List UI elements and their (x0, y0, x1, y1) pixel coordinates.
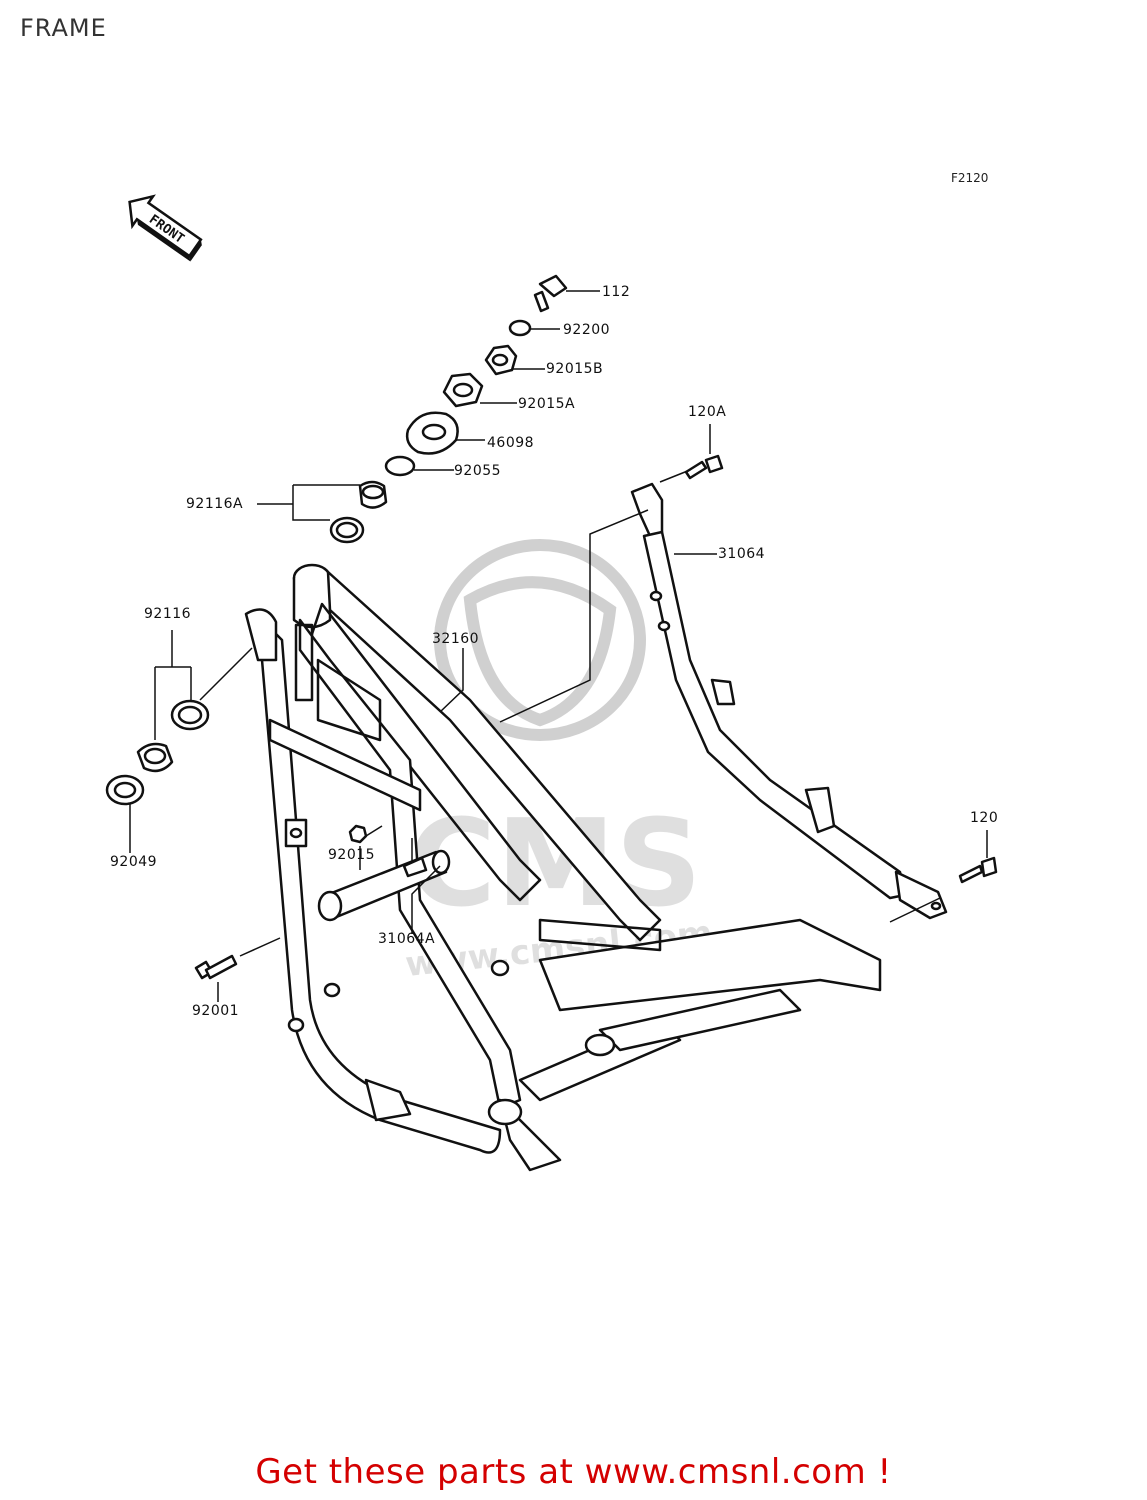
part-label-92015[interactable]: 92015 (328, 847, 376, 863)
part-label-46098[interactable]: 46098 (487, 435, 535, 451)
bolt-120a (684, 454, 724, 480)
washer-92200 (508, 319, 532, 337)
leader-lines (129, 290, 988, 1002)
part-label-92001[interactable]: 92001 (192, 1003, 240, 1019)
race-92116a-lower (329, 516, 365, 544)
page-title: FRAME (20, 14, 107, 42)
bearing-92116a-upper (358, 480, 388, 509)
part-label-92116a[interactable]: 92116A (186, 496, 244, 512)
part-label-92200[interactable]: 92200 (563, 322, 611, 338)
nut-92015 (348, 824, 368, 844)
part-label-92049[interactable]: 92049 (110, 854, 158, 870)
bolt-120 (958, 856, 998, 884)
nut-92015a (442, 372, 484, 408)
seal-92049 (105, 774, 145, 806)
cap-46098 (405, 411, 459, 455)
part-label-31064a[interactable]: 31064A (378, 931, 436, 947)
part-label-112[interactable]: 112 (602, 284, 631, 300)
part-label-31064[interactable]: 31064 (718, 546, 766, 562)
watermark-logo (434, 539, 646, 741)
front-arrow-icon: FRONT (128, 194, 203, 262)
figure-code: F2120 (951, 171, 989, 185)
part-label-92116[interactable]: 92116 (144, 606, 192, 622)
bearing-92116-lower (136, 742, 174, 773)
part-label-32160[interactable]: 32160 (432, 631, 480, 647)
part-label-120[interactable]: 120 (970, 810, 999, 826)
race-92116-upper (170, 699, 210, 731)
oring-92055 (384, 455, 416, 477)
part-label-92015b[interactable]: 92015B (546, 361, 604, 377)
bolt-92001 (194, 954, 238, 980)
part-label-120a[interactable]: 120A (688, 404, 727, 420)
nut-92015b (484, 344, 518, 376)
part-label-92055[interactable]: 92055 (454, 463, 502, 479)
bolt-112 (533, 274, 568, 313)
pipe-31064a (317, 849, 451, 922)
footer-promo-link[interactable]: Get these parts at www.cmsnl.com ! (255, 1452, 892, 1492)
part-label-92015a[interactable]: 92015A (518, 396, 576, 412)
